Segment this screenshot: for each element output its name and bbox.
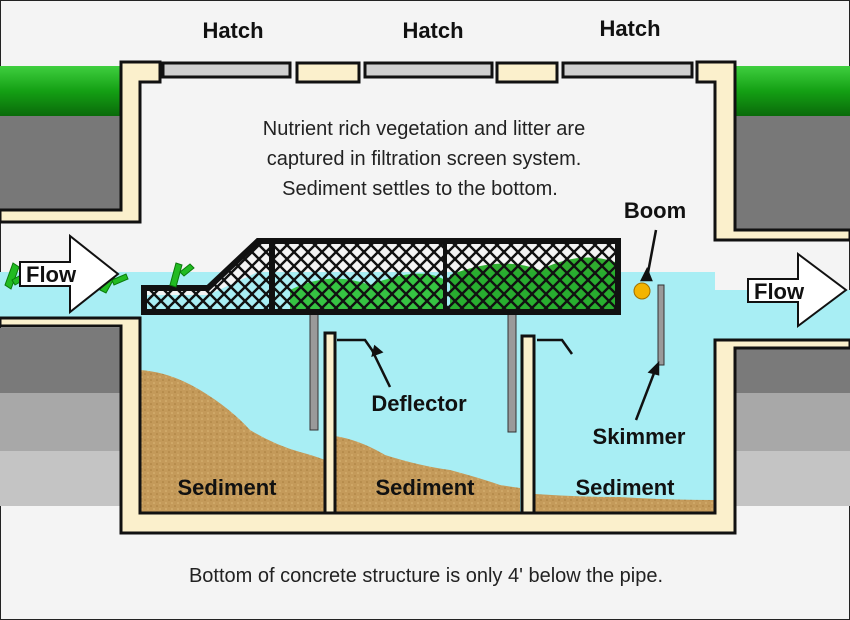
- ground-right: [733, 66, 850, 506]
- deflector-label: Deflector: [371, 391, 467, 416]
- hatch-cover-2: [363, 61, 494, 79]
- ground-left: [0, 66, 122, 506]
- hatch-cover-3: [561, 61, 694, 79]
- description-line-3: Sediment settles to the bottom.: [282, 178, 558, 200]
- hatch-label-1: Hatch: [202, 18, 263, 43]
- sediment-label-3: Sediment: [575, 475, 675, 500]
- skimmer-plate: [657, 284, 665, 366]
- sediment: [140, 370, 715, 513]
- concrete-structure: [0, 60, 850, 535]
- boom-float: [633, 282, 651, 300]
- sediment-label-2: Sediment: [375, 475, 475, 500]
- flow-out-label: Flow: [754, 279, 805, 304]
- filtration-screen: [141, 238, 621, 315]
- footer-note: Bottom of concrete structure is only 4' …: [189, 565, 663, 587]
- flow-out-arrow: Flow: [747, 252, 848, 328]
- hatch-label-2: Hatch: [402, 18, 463, 43]
- flow-in-arrow: Flow: [19, 233, 120, 315]
- hatch-label-3: Hatch: [599, 16, 660, 41]
- flow-in-label: Flow: [26, 262, 77, 287]
- description-line-1: Nutrient rich vegetation and litter are: [263, 118, 585, 140]
- hatch-cover-1: [161, 61, 292, 79]
- pointer-lines: [337, 229, 660, 421]
- description-line-2: captured in filtration screen system.: [267, 148, 582, 170]
- sediment-label-1: Sediment: [177, 475, 277, 500]
- boom-label: Boom: [624, 198, 686, 223]
- deflector-2: [507, 311, 517, 433]
- deflector-1: [309, 311, 319, 431]
- skimmer-label: Skimmer: [593, 424, 686, 449]
